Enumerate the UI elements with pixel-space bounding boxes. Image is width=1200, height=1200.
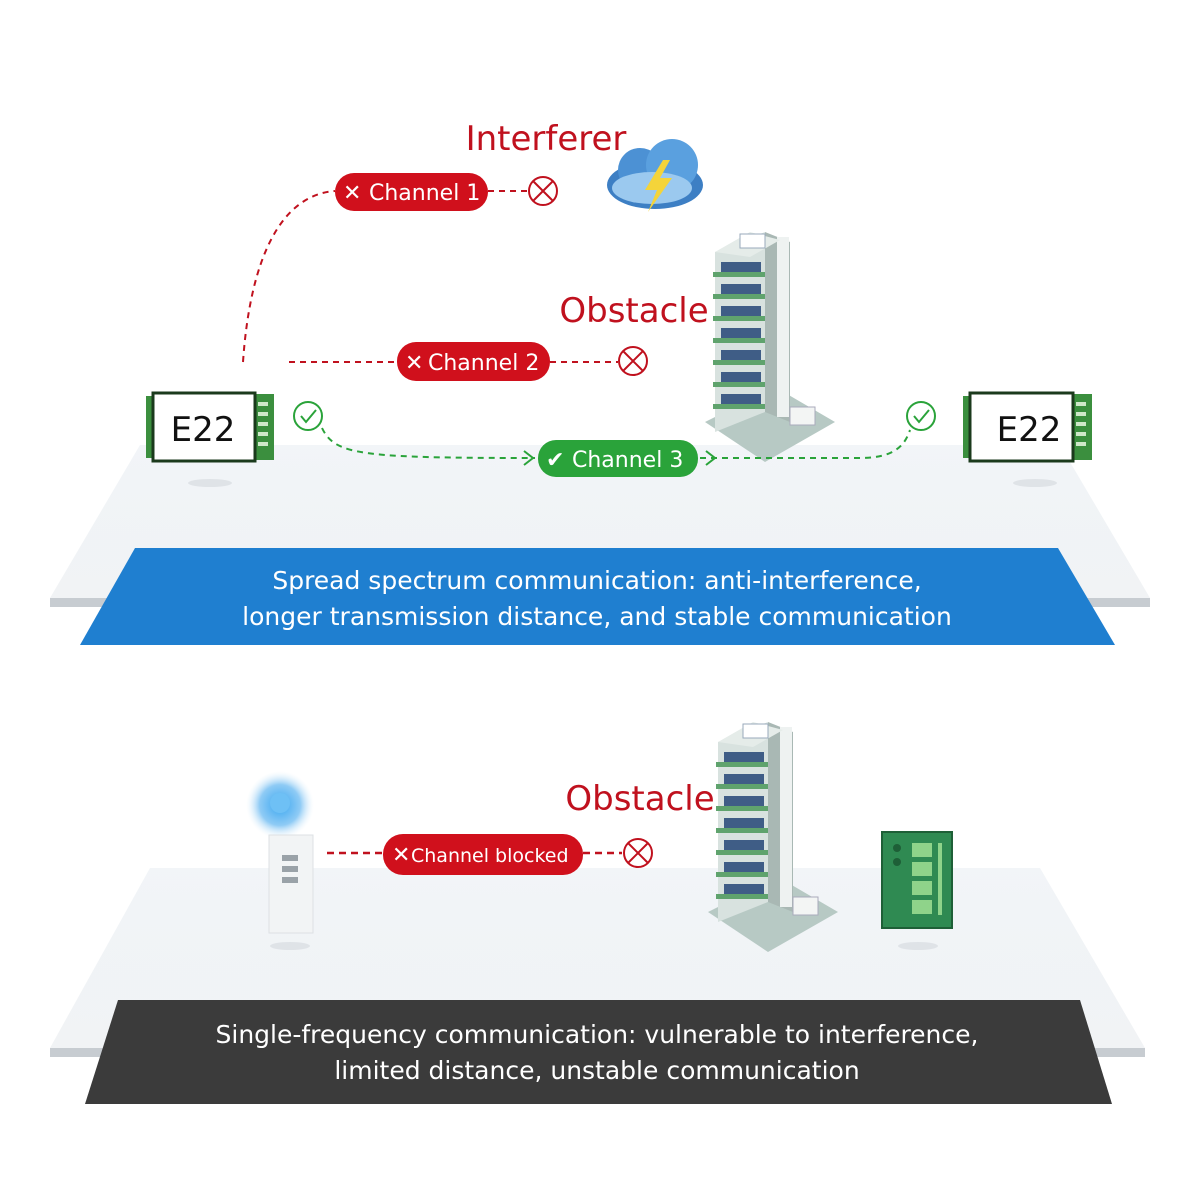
storm-cloud-icon	[607, 139, 703, 212]
channel-3-label: Channel 3	[572, 448, 683, 473]
e22-module-right: E22	[963, 391, 1092, 463]
banner-line-1: Spread spectrum communication: anti-inte…	[272, 566, 921, 595]
channel-1-pill: ✕ Channel 1	[335, 173, 488, 211]
channel-2-label: Channel 2	[428, 351, 539, 376]
module-label: E22	[997, 410, 1062, 450]
banner-line-2: limited distance, unstable communication	[334, 1056, 859, 1085]
channel-3-pill: ✔ Channel 3	[538, 440, 698, 477]
check-icon: ✔	[546, 448, 564, 473]
check-circle-icon	[293, 401, 323, 431]
single-frequency-banner: Single-frequency communication: vulnerab…	[85, 1000, 1112, 1104]
check-circle-icon	[906, 401, 936, 431]
blocked-circle-icon	[618, 346, 648, 376]
blocked-circle-icon	[623, 838, 653, 868]
building-obstacle-icon	[707, 721, 839, 953]
channel-2-pill: ✕ Channel 2	[397, 342, 550, 381]
module-label: E22	[171, 410, 236, 450]
banner-line-1: Single-frequency communication: vulnerab…	[216, 1020, 979, 1049]
interferer-label: Interferer	[466, 119, 627, 159]
x-icon: ✕	[392, 843, 410, 868]
obstacle-label-bottom: Obstacle	[565, 779, 714, 819]
e22-module-left: E22	[146, 391, 274, 463]
obstacle-label-top: Obstacle	[559, 291, 708, 331]
channel-blocked-label: Channel blocked	[411, 845, 569, 867]
banner-line-2: longer transmission distance, and stable…	[242, 602, 952, 631]
channel-blocked-pill: ✕ Channel blocked	[383, 834, 583, 875]
signal-paths	[242, 190, 911, 459]
blocked-circle-icon	[528, 176, 558, 206]
receiver-board-icon	[881, 831, 953, 929]
x-icon: ✕	[343, 181, 361, 206]
wireless-remote-device-icon	[246, 771, 314, 934]
spread-spectrum-banner: Spread spectrum communication: anti-inte…	[80, 548, 1115, 645]
x-icon: ✕	[405, 351, 423, 376]
building-obstacle-icon	[704, 231, 836, 463]
channel-1-label: Channel 1	[369, 181, 480, 206]
